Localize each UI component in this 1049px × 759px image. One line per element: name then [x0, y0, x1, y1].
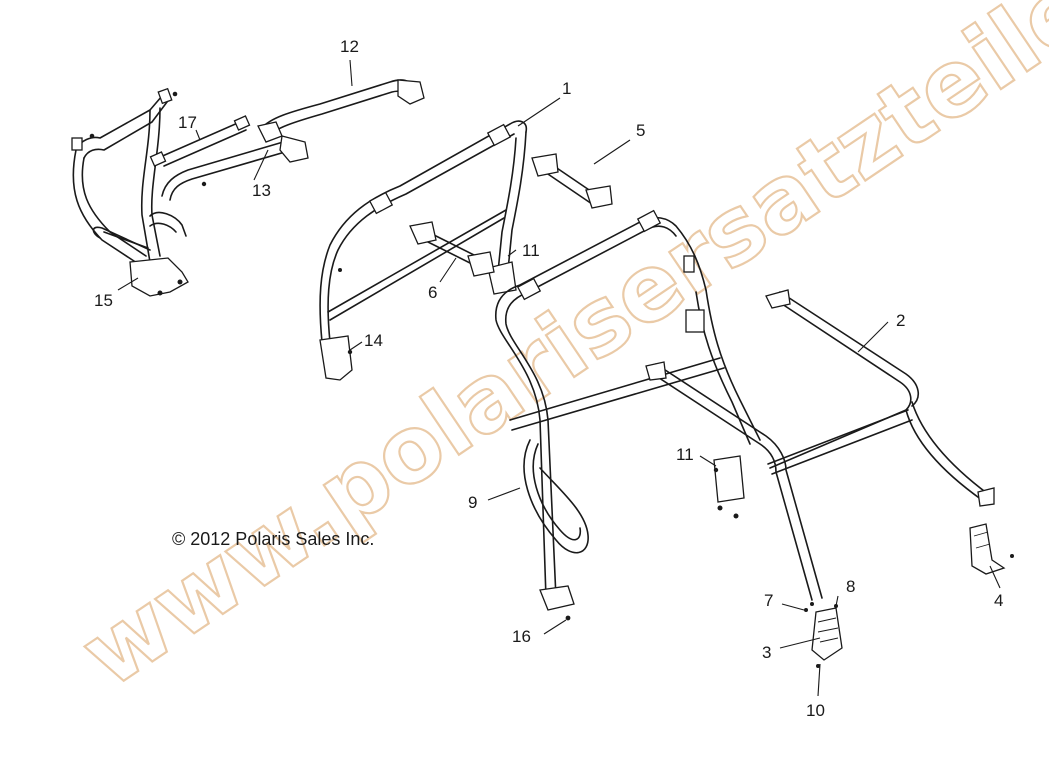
brace-part-6: [409, 221, 495, 277]
bracket-part-11: [713, 455, 745, 519]
bracket-part-3: [810, 602, 843, 661]
callout-13: 13: [252, 181, 271, 200]
leader-lines: [117, 59, 1001, 697]
callout-11-right: 11: [676, 445, 694, 464]
callout-17: 17: [178, 113, 197, 132]
roll-cage-part-1: [319, 120, 528, 381]
brace-part-5: [531, 153, 613, 209]
callout-labels: 1 2 3 4 5 6 7 8 9 10 11 11 12 13 14 15 1…: [94, 37, 1003, 720]
callout-2: 2: [896, 311, 905, 330]
callout-16: 16: [512, 627, 531, 646]
callout-3: 3: [762, 643, 771, 662]
callout-9: 9: [468, 493, 477, 512]
callout-5: 5: [636, 121, 645, 140]
callout-12: 12: [340, 37, 359, 56]
callout-6: 6: [428, 283, 437, 302]
tube-part-13: [161, 135, 309, 201]
callout-11-center: 11: [522, 241, 540, 260]
copyright-notice: © 2012 Polaris Sales Inc.: [172, 529, 374, 549]
callout-4: 4: [994, 591, 1003, 610]
callout-10: 10: [806, 701, 825, 720]
crossbar-part-17: [149, 115, 251, 167]
callout-1: 1: [562, 79, 571, 98]
callout-8: 8: [846, 577, 855, 596]
callout-7: 7: [764, 591, 773, 610]
bracket-part-4: [969, 523, 1014, 575]
callout-15: 15: [94, 291, 113, 310]
roll-cage-part-9: [495, 209, 761, 611]
hardware-fasteners: [347, 349, 820, 668]
tube-part-12: [257, 79, 425, 143]
callout-14: 14: [364, 331, 383, 350]
front-frame-part-15: [71, 87, 189, 297]
rear-frame-part-2: [645, 289, 995, 601]
